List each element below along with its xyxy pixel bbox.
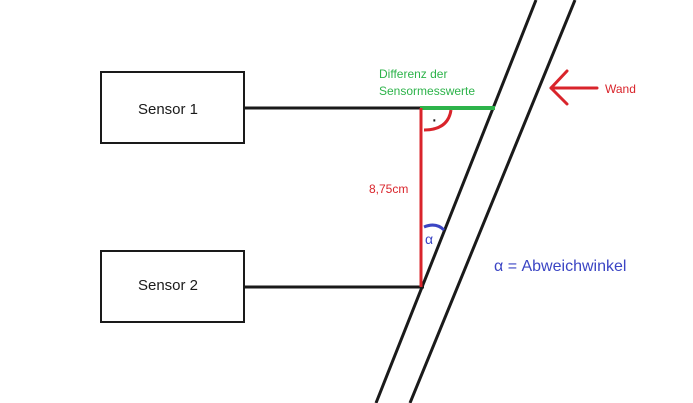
distance-label: 8,75cm [369, 182, 408, 196]
wall-line-right [408, 0, 577, 403]
sensor-1-box [100, 71, 245, 144]
right-angle-arc [423, 109, 453, 132]
wall-line-left [374, 0, 538, 403]
wall-label: Wand [605, 82, 636, 96]
wall-arrow-icon [549, 69, 599, 106]
difference-label-line2: Sensormesswerte [379, 84, 475, 98]
angle-legend: α = Abweichwinkel [494, 258, 626, 275]
right-angle-dot: · [431, 109, 438, 131]
sensor-1-label: Sensor 1 [138, 101, 198, 118]
sensor-2-box [100, 250, 245, 323]
sensor-2-label: Sensor 2 [138, 277, 198, 294]
difference-label-line1: Differenz der [379, 67, 447, 81]
alpha-angle-arc [423, 223, 446, 232]
alpha-symbol: α [425, 231, 433, 247]
